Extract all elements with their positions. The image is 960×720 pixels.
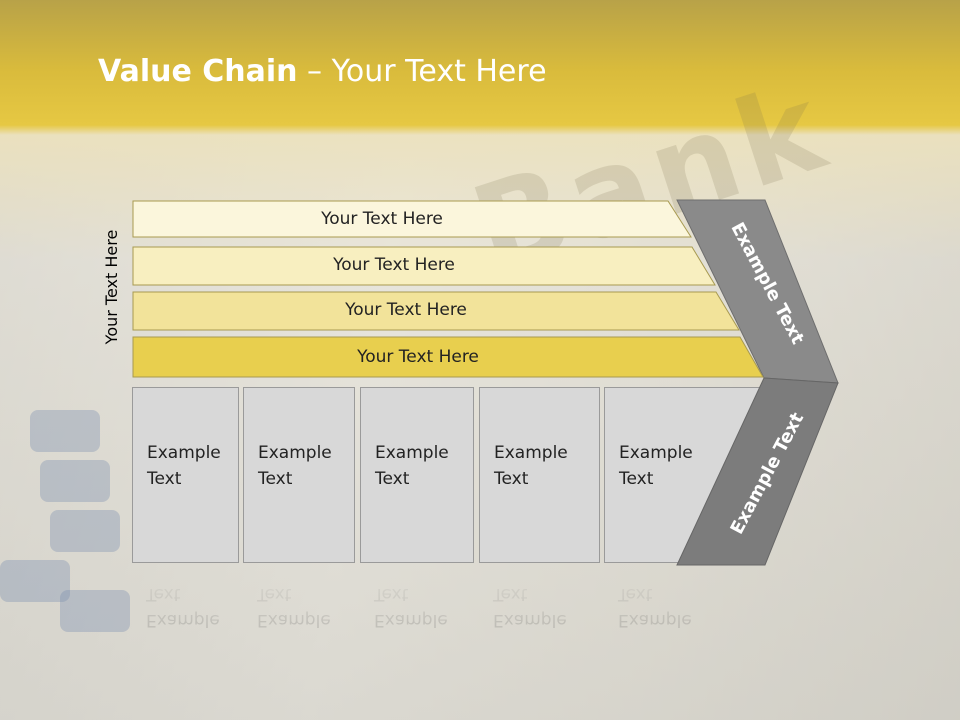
reflection-box-5-line2: Text bbox=[618, 584, 653, 604]
bar-3-label: Your Text Here bbox=[345, 300, 467, 320]
bar-4[interactable]: Your Text Here bbox=[132, 336, 764, 378]
side-label: Your Text Here bbox=[102, 229, 121, 345]
reflection-box-4-line1: Example bbox=[493, 610, 567, 630]
bar-2-label: Your Text Here bbox=[333, 255, 455, 275]
step-box-2-line2: Text bbox=[258, 469, 293, 489]
reflection-box-2: Example Text bbox=[243, 565, 355, 685]
bar-1-label: Your Text Here bbox=[321, 209, 443, 229]
bar-3-shape bbox=[132, 291, 740, 331]
step-box-4-line2: Text bbox=[494, 469, 529, 489]
step-box-1-line2: Text bbox=[147, 469, 182, 489]
slide-title: Value Chain – Your Text Here bbox=[98, 54, 547, 89]
reflection-box-1-line1: Example bbox=[146, 610, 220, 630]
step-box-2-line1: Example bbox=[258, 443, 332, 463]
step-box-5-line1: Example bbox=[619, 443, 693, 463]
step-box-3-line1: Example bbox=[375, 443, 449, 463]
reflection-box-2-line2: Text bbox=[257, 584, 292, 604]
bar-4-shape bbox=[132, 336, 764, 378]
reflection-box-4-line2: Text bbox=[493, 584, 528, 604]
reflection-box-3-line2: Text bbox=[374, 584, 409, 604]
reflection-box-5-line1: Example bbox=[618, 610, 692, 630]
reflection-box-2-line1: Example bbox=[257, 610, 331, 630]
bar-1-shape bbox=[132, 200, 692, 238]
background-calculator-keys bbox=[0, 390, 130, 650]
reflection-box-3: Example Text bbox=[360, 565, 474, 685]
reflection-box-3-line1: Example bbox=[374, 610, 448, 630]
step-box-3[interactable]: Example Text bbox=[360, 387, 474, 563]
step-box-2[interactable]: Example Text bbox=[243, 387, 355, 563]
step-box-1[interactable]: Example Text bbox=[132, 387, 239, 563]
chevron-bottom-segment bbox=[676, 377, 839, 566]
title-bold: Value Chain bbox=[98, 54, 298, 89]
reflection-box-1: Example Text bbox=[132, 565, 239, 685]
bar-4-label: Your Text Here bbox=[357, 347, 479, 367]
step-box-1-line1: Example bbox=[147, 443, 221, 463]
chevron-arrow bbox=[676, 199, 839, 566]
bar-1[interactable]: Your Text Here bbox=[132, 200, 692, 238]
reflection-box-4: Example Text bbox=[479, 565, 600, 685]
step-box-5-line2: Text bbox=[619, 469, 654, 489]
step-box-4-line1: Example bbox=[494, 443, 568, 463]
step-box-4[interactable]: Example Text bbox=[479, 387, 600, 563]
step-box-3-line2: Text bbox=[375, 469, 410, 489]
bar-2-shape bbox=[132, 246, 716, 286]
bar-3[interactable]: Your Text Here bbox=[132, 291, 740, 331]
reflection-box-1-line2: Text bbox=[146, 584, 181, 604]
title-rest: – Your Text Here bbox=[297, 54, 547, 89]
reflection-box-5: Example Text bbox=[604, 565, 761, 685]
bar-2[interactable]: Your Text Here bbox=[132, 246, 716, 286]
